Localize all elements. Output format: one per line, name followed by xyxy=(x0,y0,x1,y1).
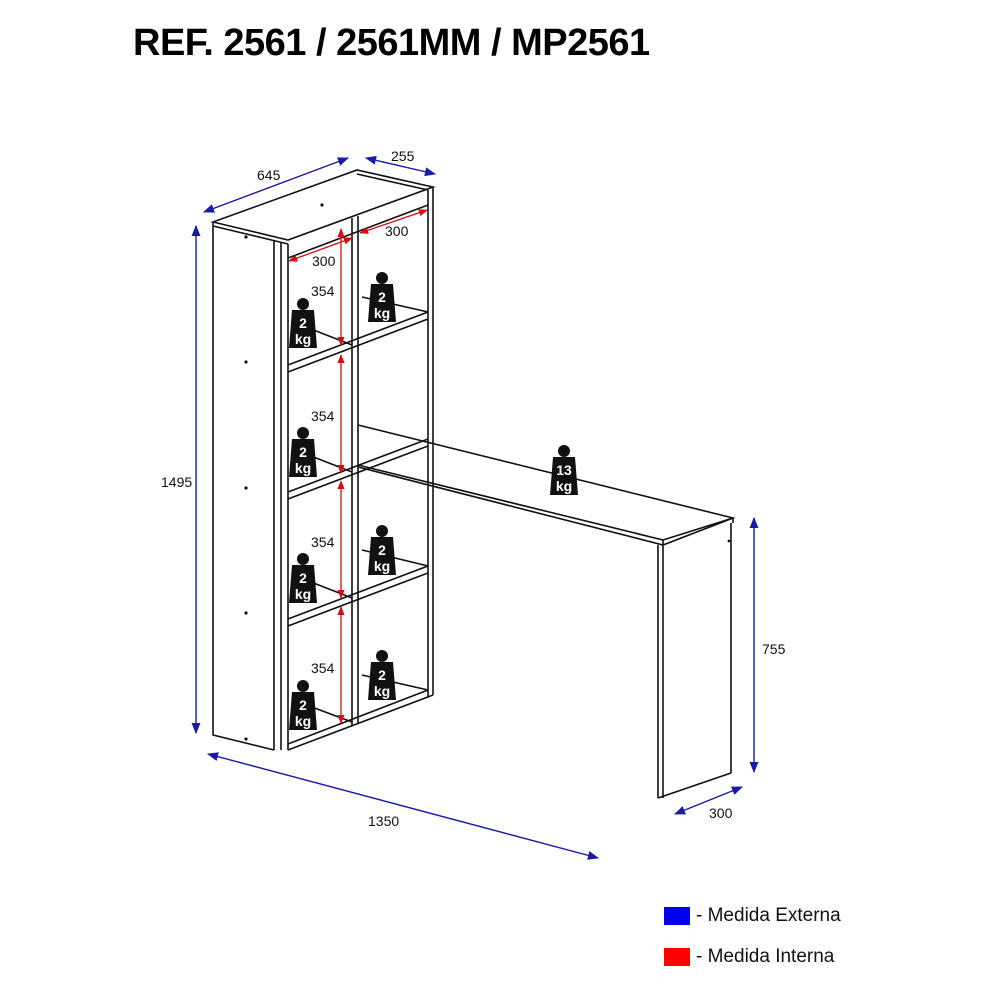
svg-text:kg: kg xyxy=(295,713,311,729)
svg-text:2: 2 xyxy=(378,542,386,558)
svg-text:kg: kg xyxy=(295,586,311,602)
weight-icon: 2 kg xyxy=(289,553,317,603)
legend-label: - Medida Interna xyxy=(696,946,835,967)
weight-icon: 2 kg xyxy=(368,650,396,700)
svg-text:2: 2 xyxy=(378,667,386,683)
dim-niche-height-1: 354 xyxy=(311,283,335,299)
page-title: REF. 2561 / 2561MM / MP2561 xyxy=(133,22,650,64)
internal-dimensions xyxy=(288,209,428,724)
desk xyxy=(357,424,736,799)
weight-icon: 2 kg xyxy=(368,525,396,575)
svg-text:2: 2 xyxy=(299,444,307,460)
svg-text:kg: kg xyxy=(374,305,390,321)
svg-text:kg: kg xyxy=(295,331,311,347)
weight-icon-desk: 13 kg xyxy=(550,445,578,495)
external-dimensions xyxy=(191,155,759,860)
svg-text:2: 2 xyxy=(299,570,307,586)
svg-text:kg: kg xyxy=(374,683,390,699)
legend-external: - Medida Externa xyxy=(664,905,841,927)
dim-height: 1495 xyxy=(161,474,192,490)
dim-niche-height-4: 354 xyxy=(311,660,335,676)
dim-niche-width-right: 300 xyxy=(385,223,409,239)
dim-niche-height-3: 354 xyxy=(311,534,335,550)
dim-top-depth: 645 xyxy=(257,167,281,183)
dim-desk-depth: 300 xyxy=(709,805,733,821)
svg-text:kg: kg xyxy=(295,460,311,476)
svg-text:13: 13 xyxy=(556,462,572,478)
svg-text:kg: kg xyxy=(556,478,572,494)
legend-label: - Medida Externa xyxy=(696,905,841,926)
dim-length: 1350 xyxy=(368,813,399,829)
dim-niche-width-left: 300 xyxy=(312,253,336,269)
dim-top-width: 255 xyxy=(391,148,415,164)
legend-swatch-red xyxy=(664,948,690,966)
svg-text:2: 2 xyxy=(299,697,307,713)
dim-niche-height-2: 354 xyxy=(311,408,335,424)
svg-text:kg: kg xyxy=(374,558,390,574)
dim-desk-height: 755 xyxy=(762,641,786,657)
weight-icon: 2 kg xyxy=(289,427,317,477)
weight-icon: 2 kg xyxy=(368,272,396,322)
weight-icon: 2 kg xyxy=(289,298,317,348)
legend-swatch-blue xyxy=(664,907,690,925)
svg-text:2: 2 xyxy=(378,289,386,305)
weight-icon: 2 kg xyxy=(289,680,317,730)
svg-text:2: 2 xyxy=(299,315,307,331)
legend-internal: - Medida Interna xyxy=(664,946,834,968)
